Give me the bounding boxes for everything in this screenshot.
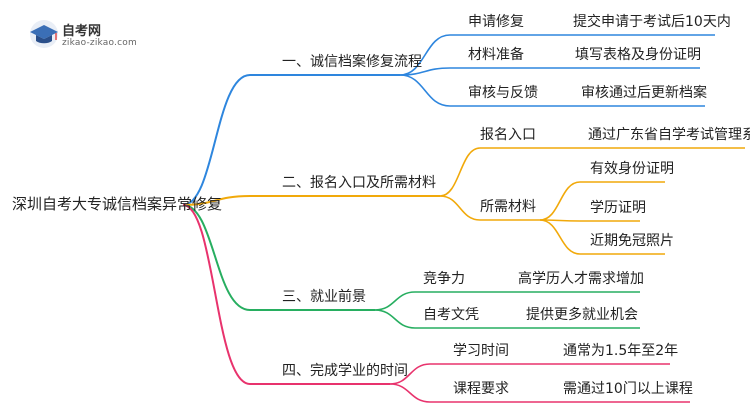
branch-1-child-1-label: 申请修复: [468, 14, 524, 30]
branch-2-child-2-label: 所需材料: [480, 199, 536, 215]
branch-3-label: 三、就业前景: [282, 289, 366, 305]
branch-2-child-1-detail: 通过广东省自学考试管理系统: [588, 127, 750, 143]
edge-b4-c2: [389, 383, 690, 403]
branch-4-child-1-label: 学习时间: [453, 343, 509, 359]
edge-b3-c2: [374, 309, 640, 329]
edge-b2-c2: [439, 195, 540, 221]
logo-url: zikao-zikao.com: [62, 38, 137, 48]
edge-b1-c1: [399, 34, 715, 76]
branch-4-child-2-label: 课程要求: [453, 381, 509, 397]
edge-b2-sub2: [539, 219, 640, 222]
edge-b2-sub1: [539, 181, 665, 221]
branch-4-child-2-detail: 需通过10门以上课程: [563, 381, 693, 397]
branch-1-child-2-label: 材料准备: [468, 47, 524, 63]
edge-b1-c2: [399, 67, 700, 76]
logo-title: 自考网: [62, 24, 102, 39]
branch-1-child-1-detail: 提交申请于考试后10天内: [573, 14, 731, 30]
branch-2-material-3: 近期免冠照片: [590, 233, 674, 249]
branch-1-child-2-detail: 填写表格及身份证明: [575, 47, 701, 63]
edge-root-branch-1: [182, 74, 400, 206]
branch-3-child-1-label: 竞争力: [423, 271, 465, 287]
branch-4-child-1-detail: 通常为1.5年至2年: [563, 343, 679, 359]
edge-root-branch-3: [182, 204, 375, 311]
branch-2-label: 二、报名入口及所需材料: [282, 175, 436, 191]
root-node: 深圳自考大专诚信档案异常修复: [12, 195, 223, 213]
edge-root-branch-2: [182, 195, 440, 206]
branch-2-child-1-label: 报名入口: [480, 127, 536, 143]
branch-2-material-1: 有效身份证明: [590, 161, 674, 177]
branch-1-child-3-label: 审核与反馈: [468, 85, 538, 101]
branch-3-child-1-detail: 高学历人才需求增加: [518, 271, 644, 287]
branch-2-material-2: 学历证明: [590, 200, 646, 216]
branch-1-label: 一、诚信档案修复流程: [282, 54, 422, 70]
edge-b2-sub3: [539, 219, 665, 255]
edge-b3-c1: [374, 291, 640, 311]
edge-root-branch-4: [182, 204, 390, 385]
branch-4-label: 四、完成学业的时间: [282, 363, 408, 379]
edge-b1-c3: [399, 74, 705, 107]
edge-b2-c1: [439, 147, 745, 197]
logo-graduation-cap-icon: [30, 20, 58, 48]
branch-3-child-2-detail: 提供更多就业机会: [526, 307, 638, 323]
branch-3-child-2-label: 自考文凭: [423, 307, 479, 323]
branch-1-child-3-detail: 审核通过后更新档案: [581, 85, 707, 101]
edge-b4-c1: [389, 363, 670, 385]
